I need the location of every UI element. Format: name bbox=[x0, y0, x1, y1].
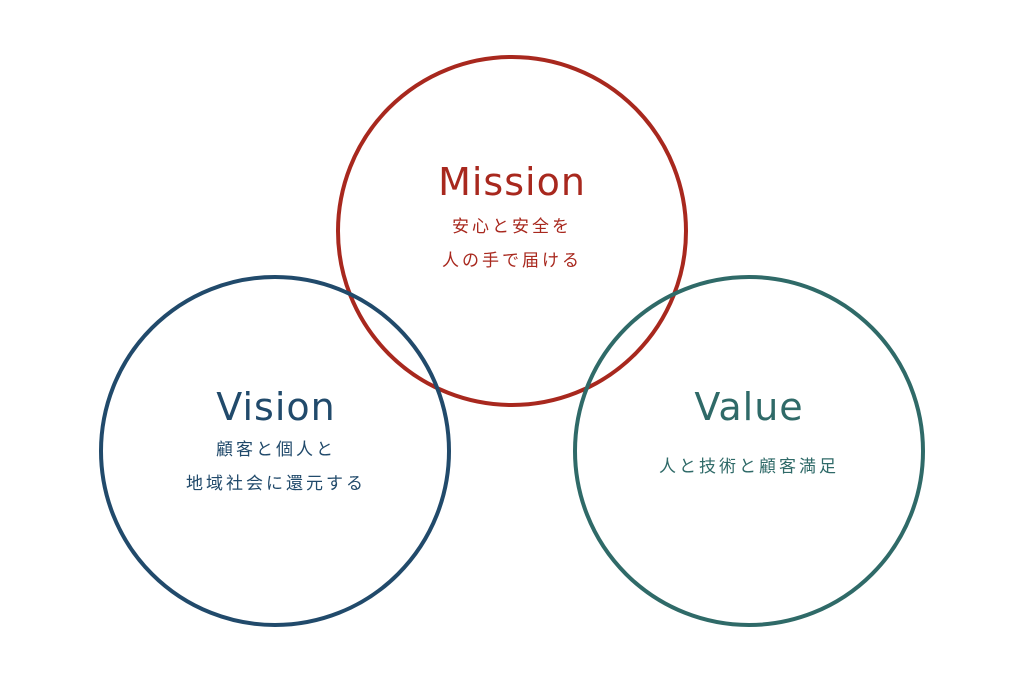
value-line-1: 人と技術と顧客満足 bbox=[659, 457, 839, 477]
vision-circle bbox=[99, 275, 451, 627]
value-title: Value bbox=[694, 385, 804, 429]
vision-title: Vision bbox=[216, 385, 336, 429]
mission-title: Mission bbox=[438, 160, 586, 204]
vision-line-1: 顧客と個人と bbox=[216, 440, 336, 460]
value-circle bbox=[573, 275, 925, 627]
value-block: Value 人と技術と顧客満足 bbox=[599, 385, 899, 484]
mission-block: Mission 安心と安全を 人の手で届ける bbox=[362, 160, 662, 278]
mission-circle bbox=[336, 55, 688, 407]
mission-line-2: 人の手で届ける bbox=[442, 251, 582, 271]
mission-line-1: 安心と安全を bbox=[452, 217, 572, 237]
vision-block: Vision 顧客と個人と 地域社会に還元する bbox=[126, 385, 426, 501]
vision-line-2: 地域社会に還元する bbox=[186, 474, 366, 494]
